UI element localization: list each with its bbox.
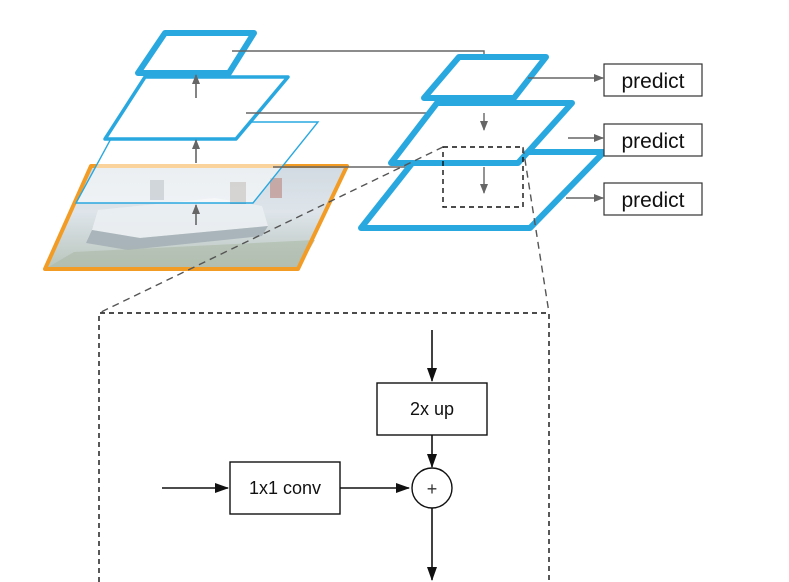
predict-label-3: predict <box>621 189 684 212</box>
top-down-pathway <box>358 54 607 231</box>
predict-label-2: predict <box>621 130 684 153</box>
bottom-up-pathway <box>43 30 349 271</box>
lateral-conv-box <box>229 461 341 515</box>
upsample-label: 2x up <box>410 399 454 419</box>
predict-box-2 <box>603 123 703 157</box>
top-down-level-3 <box>421 54 549 101</box>
feature-map-level-3 <box>135 30 257 76</box>
top-down-level-2 <box>388 100 575 166</box>
predict-box-3 <box>603 182 703 216</box>
predict-box-1 <box>603 63 703 97</box>
predict-label-1: predict <box>621 70 684 93</box>
sum-symbol: + <box>427 479 438 499</box>
zoom-region <box>442 146 524 208</box>
upsample-box <box>376 382 488 436</box>
zoom-projection-lines <box>98 146 550 314</box>
predict-outputs: predict predict predict <box>528 63 703 216</box>
lateral-conv-label: 1x1 conv <box>249 478 321 498</box>
feature-map-level-2 <box>103 75 290 141</box>
detail-panel-border <box>98 312 550 582</box>
detail-panel: 2x up 1x1 conv + <box>98 312 550 582</box>
